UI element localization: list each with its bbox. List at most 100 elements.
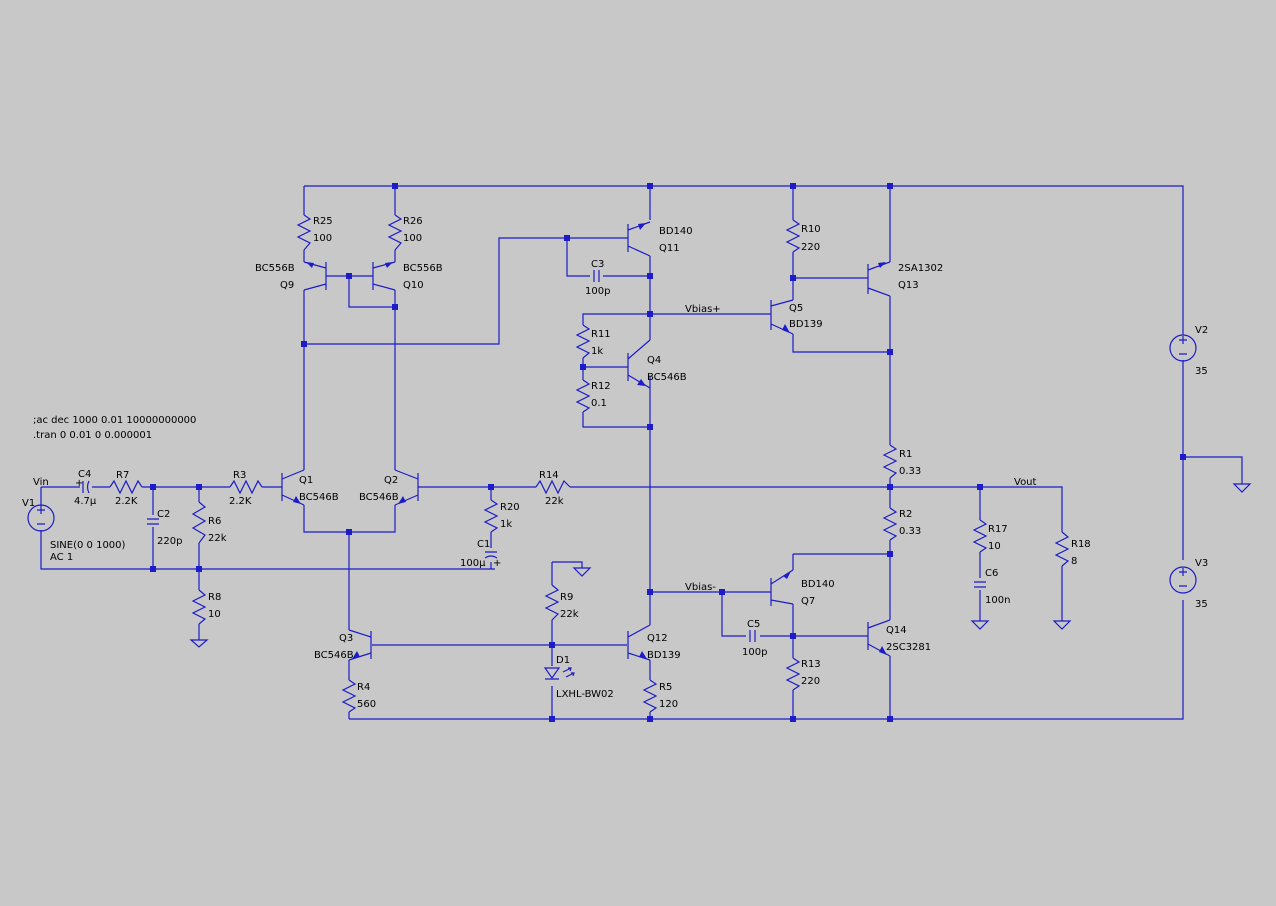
transistor-q7 (770, 569, 794, 606)
c5-name: C5 (747, 619, 760, 630)
r7-value: 2.2K (115, 496, 138, 507)
capacitor-c2 (147, 518, 159, 525)
transistor-q1 (281, 469, 305, 506)
tran-directive: .tran 0 0.01 0 0.000001 (33, 430, 152, 441)
q4-name: Q4 (647, 355, 661, 366)
transistor-q3 (348, 629, 372, 661)
capacitors: + + (75, 270, 986, 642)
r17-value: 10 (988, 541, 1001, 552)
v1-value2: AC 1 (50, 552, 73, 563)
r12-name: R12 (591, 381, 611, 392)
ground-symbol (970, 620, 990, 630)
voltage-sources (27, 334, 1197, 594)
q13-name: Q13 (898, 280, 919, 291)
q5-model: BD139 (789, 319, 823, 330)
r5-value: 120 (659, 699, 678, 710)
q3-name: Q3 (339, 633, 353, 644)
net-vin: Vin (33, 477, 49, 488)
r9-name: R9 (560, 592, 573, 603)
resistor-r6 (191, 501, 207, 544)
v1-name: V1 (22, 498, 35, 509)
ground-symbol (1052, 620, 1072, 630)
source-v3 (1169, 566, 1197, 594)
v2-value: 35 (1195, 366, 1208, 377)
r18-value: 8 (1071, 556, 1077, 567)
r14-name: R14 (539, 470, 559, 481)
q4-model: BC546B (647, 372, 687, 383)
r18-name: R18 (1071, 539, 1091, 550)
transistor-q13 (866, 261, 891, 297)
r17-name: R17 (988, 524, 1008, 535)
q11-name: Q11 (659, 243, 680, 254)
resistor-r25 (296, 214, 312, 251)
c5-value: 100p (742, 647, 767, 658)
resistor-r20 (483, 499, 499, 533)
r5-name: R5 (659, 682, 672, 693)
net-vbias-plus: Vbias+ (685, 304, 721, 315)
q13-model: 2SA1302 (898, 263, 943, 274)
c4-value: 4.7µ (74, 496, 97, 507)
c6-value: 100n (985, 595, 1010, 606)
resistor-r11 (575, 324, 591, 359)
resistor-r2 (882, 507, 898, 541)
c2-name: C2 (157, 509, 170, 520)
capacitor-c3 (593, 270, 600, 282)
resistor-r3 (229, 479, 263, 495)
resistor-r12 (575, 379, 591, 413)
capacitor-c4: + (75, 478, 90, 494)
q7-model: BD140 (801, 579, 835, 590)
q7-name: Q7 (801, 596, 815, 607)
transistors (281, 221, 891, 661)
c3-value: 100p (585, 286, 610, 297)
resistor-r13 (785, 657, 801, 691)
q11-model: BD140 (659, 226, 693, 237)
r3-value: 2.2K (229, 496, 252, 507)
q2-name: Q2 (384, 475, 398, 486)
r7-name: R7 (116, 470, 129, 481)
resistor-r4 (341, 679, 357, 713)
v1-value1: SINE(0 0 1000) (50, 540, 126, 551)
resistor-r17 (972, 519, 988, 553)
transistor-q14 (866, 619, 891, 657)
r20-name: R20 (500, 502, 520, 513)
c6-name: C6 (985, 568, 998, 579)
wires (40, 185, 1243, 720)
q14-name: Q14 (886, 625, 907, 636)
resistor-r8 (191, 589, 207, 625)
r10-name: R10 (801, 224, 821, 235)
r3-name: R3 (233, 470, 246, 481)
r25-name: R25 (313, 216, 333, 227)
diode-d1 (543, 667, 575, 680)
r2-value: 0.33 (899, 526, 921, 537)
grounds (189, 483, 1252, 648)
capacitor-c6 (974, 581, 986, 588)
r25-value: 100 (313, 233, 332, 244)
q5-name: Q5 (789, 303, 803, 314)
r9-value: 22k (560, 609, 579, 620)
r2-name: R2 (899, 509, 912, 520)
r6-name: R6 (208, 516, 221, 527)
q10-model: BC556B (403, 263, 443, 274)
c1-polarity: + (493, 558, 501, 569)
ac-directive: ;ac dec 1000 0.01 10000000000 (33, 415, 196, 426)
resistor-r14 (535, 479, 571, 495)
c1-value: 100µ (460, 558, 486, 569)
r6-value: 22k (208, 533, 227, 544)
ground-symbol (189, 639, 209, 648)
resistor-r5 (642, 679, 658, 713)
c2-value: 220p (157, 536, 182, 547)
r13-name: R13 (801, 659, 821, 670)
c4-polarity: + (75, 478, 83, 489)
resistor-r7 (109, 479, 143, 495)
q3-model: BC546B (314, 650, 354, 661)
q10-name: Q10 (403, 280, 424, 291)
r10-value: 220 (801, 242, 820, 253)
transistor-q12 (627, 624, 651, 661)
capacitor-c1: + (484, 551, 501, 569)
q2-model: BC546B (359, 492, 399, 503)
r26-name: R26 (403, 216, 423, 227)
transistor-q4 (627, 339, 651, 389)
q1-model: BC546B (299, 492, 339, 503)
c3-name: C3 (591, 259, 604, 270)
